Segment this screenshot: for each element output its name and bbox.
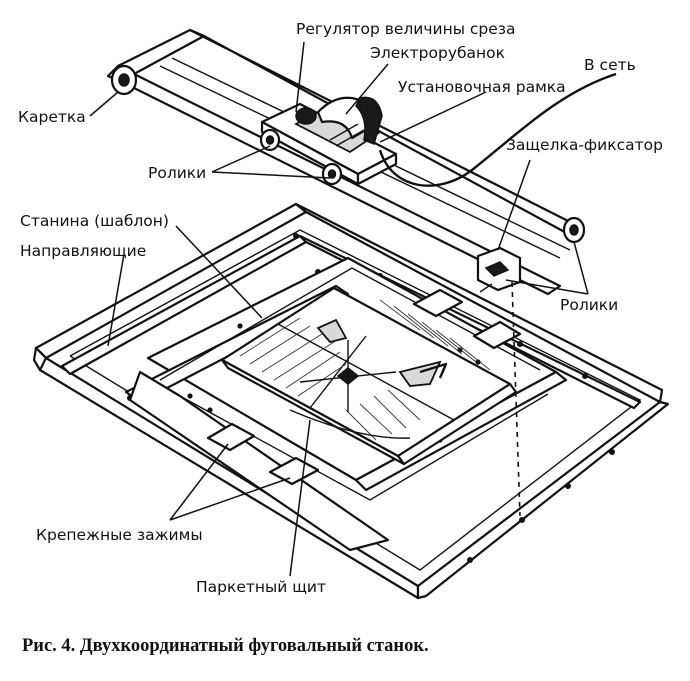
label-bed: Станина (шаблон) bbox=[20, 212, 169, 230]
label-guides: Направляющие bbox=[20, 242, 146, 260]
label-setting-frame: Установочная рамка bbox=[398, 78, 566, 96]
parquet-panel bbox=[220, 286, 518, 466]
carriage-track bbox=[106, 28, 586, 296]
label-panel: Паркетный щит bbox=[196, 578, 326, 596]
label-rollers-right: Ролики bbox=[560, 296, 618, 314]
label-rollers-top: Ролики bbox=[148, 164, 206, 182]
figure-caption: Рис. 4. Двухкоординатный фуговальный ста… bbox=[22, 636, 429, 656]
latch-fixer bbox=[476, 246, 522, 293]
label-regulator: Регулятор величины среза bbox=[296, 20, 516, 38]
electric-planer bbox=[294, 96, 383, 154]
fastening-clamps bbox=[206, 288, 522, 486]
label-clamps: Крепежные зажимы bbox=[36, 526, 203, 544]
label-latch: Защелка-фиксатор bbox=[506, 136, 663, 154]
label-power: В сеть bbox=[584, 56, 636, 74]
power-cable bbox=[378, 72, 617, 187]
leader-lines bbox=[89, 41, 589, 577]
label-planer: Электрорубанок bbox=[370, 44, 505, 62]
label-carriage: Каретка bbox=[18, 108, 86, 126]
inlay-star bbox=[299, 318, 448, 412]
